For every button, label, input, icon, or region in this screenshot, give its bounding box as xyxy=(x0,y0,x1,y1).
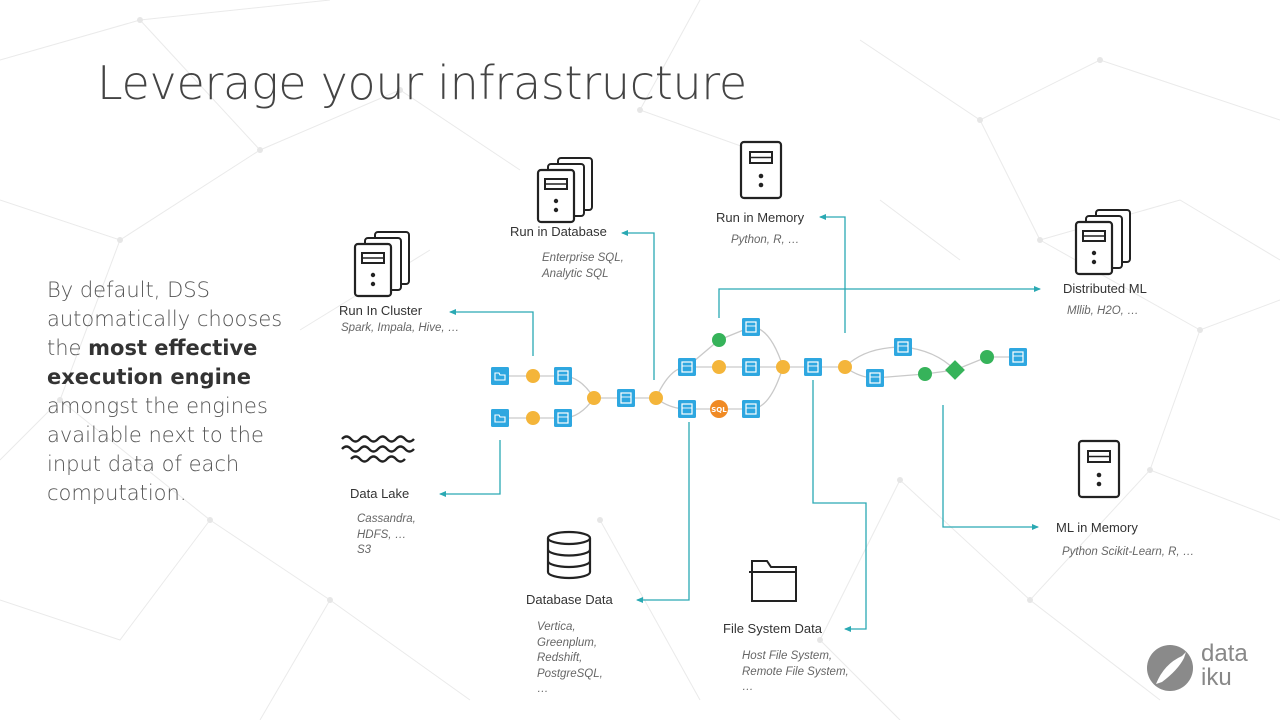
ml-recipe-node xyxy=(712,333,726,347)
dataset-node xyxy=(553,408,573,428)
intro-text: By default, DSS automatically chooses th… xyxy=(47,276,297,508)
dataset-node xyxy=(741,399,761,419)
ml-in-memory-icon xyxy=(1077,439,1121,499)
file-system-data-detail: Host File System, Remote File System, … xyxy=(742,650,849,693)
data-lake-detail: Cassandra, HDFS, … S3 xyxy=(357,513,416,556)
distributed-ml-detail: Mllib, H2O, … xyxy=(1067,305,1139,317)
svg-text:SQL: SQL xyxy=(711,406,727,414)
recipe-node xyxy=(526,411,540,425)
recipe-node xyxy=(838,360,852,374)
sql-recipe-node: SQL xyxy=(710,400,728,418)
dataset-node xyxy=(741,317,761,337)
dataset-node xyxy=(893,337,913,357)
flow-nodes: SQL xyxy=(491,317,1028,428)
distributed-ml-label: Distributed ML xyxy=(1063,281,1147,296)
run-in-memory-label: Run in Memory xyxy=(716,210,805,225)
ml-recipe-node xyxy=(918,367,932,381)
data-lake-label: Data Lake xyxy=(350,486,410,501)
dataset-node xyxy=(491,367,509,385)
run-in-database-label: Run in Database xyxy=(510,224,607,239)
dataset-node xyxy=(803,357,823,377)
file-system-data-label: File System Data xyxy=(723,621,822,636)
run-in-memory-icon xyxy=(739,140,783,200)
database-data-icon xyxy=(546,530,592,580)
run-in-cluster-icon xyxy=(353,230,411,298)
run-in-database-detail: Enterprise SQL, Analytic SQL xyxy=(542,252,624,280)
dataset-node xyxy=(553,366,573,386)
ml-in-memory-detail: Python Scikit-Learn, R, … xyxy=(1062,546,1195,558)
run-in-database-icon xyxy=(536,156,594,224)
data-lake-icon xyxy=(341,435,415,463)
ml-in-memory-label: ML in Memory xyxy=(1056,520,1138,535)
intro-suffix: amongst the engines available next to th… xyxy=(47,394,268,505)
intro-emphasis: most effective execution engine xyxy=(47,336,258,389)
dataset-node xyxy=(677,357,697,377)
recipe-node xyxy=(712,360,726,374)
recipe-node xyxy=(776,360,790,374)
dataset-node xyxy=(491,409,509,427)
recipe-node xyxy=(526,369,540,383)
dataset-node xyxy=(616,388,636,408)
connector-arrows xyxy=(439,214,1041,632)
run-in-cluster-label: Run In Cluster xyxy=(339,303,423,318)
recipe-node xyxy=(649,391,663,405)
distributed-ml-icon xyxy=(1074,208,1132,276)
intro-prefix: By default, DSS automatically chooses th… xyxy=(47,278,283,360)
dataset-node xyxy=(741,357,761,377)
dataset-node xyxy=(865,368,885,388)
recipe-node xyxy=(587,391,601,405)
dataset-node xyxy=(677,399,697,419)
slide-title: Leverage your infrastructure xyxy=(97,56,747,110)
run-in-memory-detail: Python, R, … xyxy=(731,234,800,246)
dataiku-logo-text: data iku xyxy=(1201,640,1248,691)
run-in-cluster-detail: Spark, Impala, Hive, … xyxy=(341,322,460,334)
database-data-detail: Vertica, Greenplum, Redshift, PostgreSQL… xyxy=(537,621,603,695)
ml-recipe-node xyxy=(980,350,994,364)
dataiku-logo-icon xyxy=(1147,645,1193,691)
dataset-node xyxy=(1008,347,1028,367)
file-system-data-icon xyxy=(749,560,797,602)
database-data-label: Database Data xyxy=(526,592,613,607)
